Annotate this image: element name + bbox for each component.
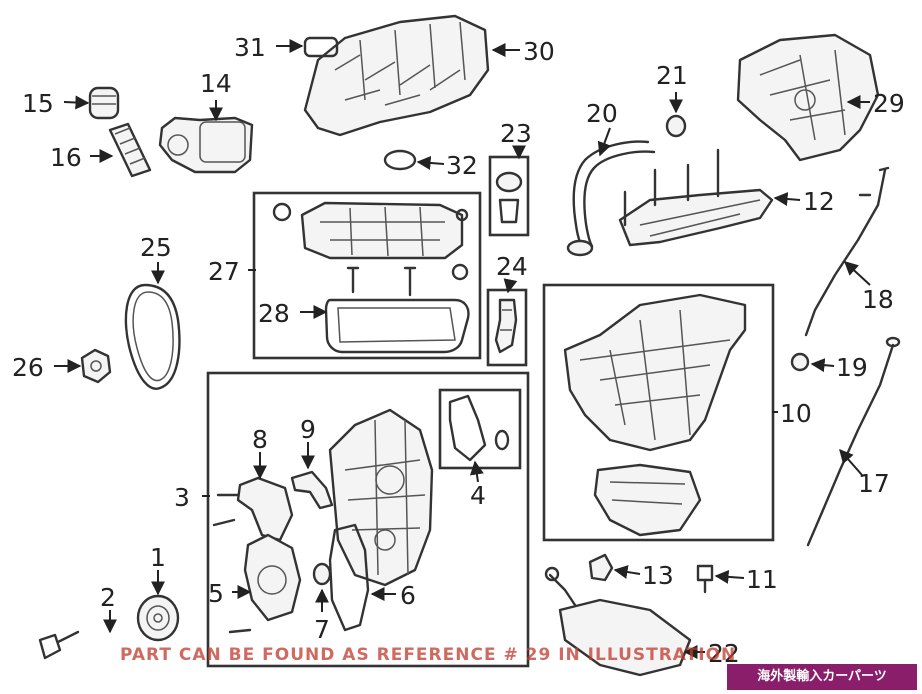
part-5-water-pump (228, 533, 302, 634)
part-14-filter-housing (158, 116, 254, 174)
part-2-bolt (38, 630, 80, 660)
callout-3: 3 (174, 483, 190, 512)
part-7-seal (312, 562, 332, 586)
part-30-intake-manifold (303, 14, 490, 137)
group-box-3 (206, 371, 530, 668)
part-32-seal (383, 149, 417, 171)
part-15-filter-cap (88, 86, 120, 120)
part-10-oil-pan (563, 293, 747, 452)
callout-28: 28 (258, 299, 290, 328)
callout-14: 14 (200, 69, 232, 98)
callout-20: 20 (586, 99, 618, 128)
store-badge: 海外製輸入カーパーツ (727, 664, 917, 690)
part-26-tensioner (80, 348, 112, 384)
callout-29: 29 (873, 89, 905, 118)
callout-labels: 31 30 32 15 14 16 25 26 27 28 23 24 20 2… (12, 33, 905, 668)
callout-7: 7 (314, 615, 330, 644)
callout-11: 11 (746, 565, 778, 594)
callout-6: 6 (400, 581, 416, 610)
part-18-dipstick-tube (804, 168, 887, 337)
part-25-belt (124, 283, 181, 390)
part-24-adapter (494, 298, 518, 354)
callout-25: 25 (140, 233, 172, 262)
part-11-bolt (696, 564, 714, 594)
part-1-pulley (136, 594, 180, 642)
part-19-seal (790, 352, 810, 372)
part-13-drain-plug (588, 553, 614, 582)
part-29-lower-intake (736, 33, 880, 162)
callout-32: 32 (446, 151, 478, 180)
callout-17: 17 (858, 469, 890, 498)
part-27-valve-cover (272, 201, 469, 297)
callout-16: 16 (50, 143, 82, 172)
callout-21: 21 (656, 61, 688, 90)
part-9-guide (290, 470, 334, 510)
part-4-gasket-set (448, 394, 510, 462)
callout-24: 24 (496, 252, 528, 281)
callout-26: 26 (12, 353, 44, 382)
callout-8: 8 (252, 425, 268, 454)
leader-lines (54, 39, 871, 659)
callout-5: 5 (208, 579, 224, 608)
callout-18: 18 (862, 285, 894, 314)
part-12-windage-tray (618, 148, 774, 247)
part-21-plug (665, 114, 687, 138)
callout-19: 19 (836, 353, 868, 382)
part-23-oil-cap (495, 171, 523, 224)
callout-9: 9 (300, 415, 316, 444)
group-box-23 (488, 155, 530, 237)
part-8-bracket (212, 476, 294, 542)
callout-1: 1 (150, 543, 166, 572)
part-31-gasket (303, 36, 339, 58)
callout-23: 23 (500, 119, 532, 148)
part-timing-cover (328, 408, 434, 587)
callout-15: 15 (22, 89, 54, 118)
callout-4: 4 (470, 481, 486, 510)
part-16-filter-element (108, 122, 152, 178)
callout-2: 2 (100, 583, 116, 612)
callout-10: 10 (780, 399, 812, 428)
callout-12: 12 (803, 187, 835, 216)
callout-13: 13 (642, 561, 674, 590)
callout-22: 22 (708, 639, 740, 668)
callout-30: 30 (523, 37, 555, 66)
part-10-lower-pan (593, 463, 702, 537)
group-box-27 (252, 191, 482, 360)
callout-31: 31 (234, 33, 266, 62)
reference-watermark: PART CAN BE FOUND AS REFERENCE # 29 IN I… (120, 645, 737, 665)
part-22-pickup (544, 566, 692, 677)
callout-27: 27 (208, 257, 240, 286)
